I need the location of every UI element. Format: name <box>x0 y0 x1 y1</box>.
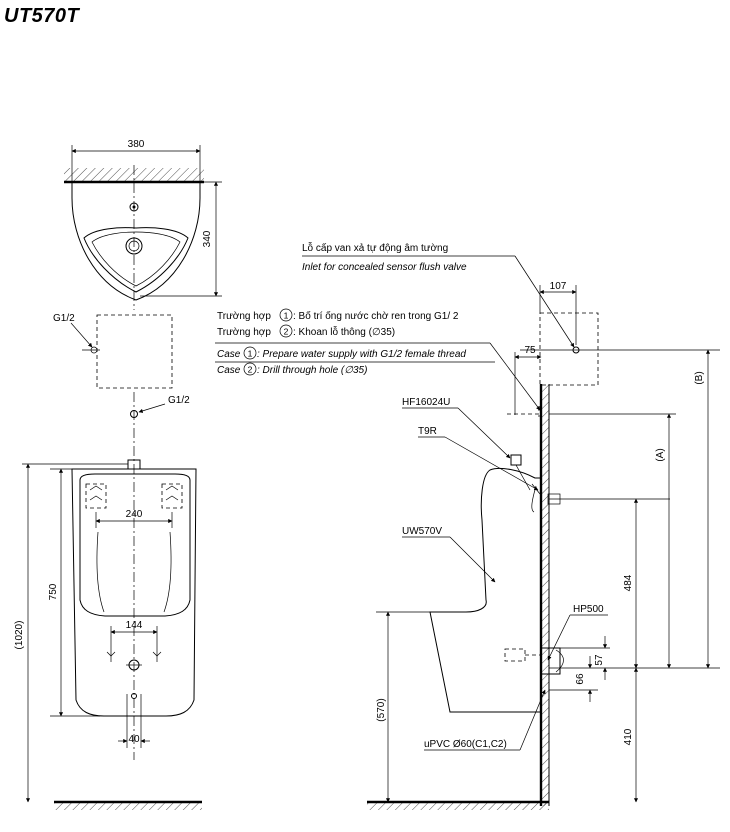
case2-en-post: : Drill through hole (∅35) <box>257 365 367 376</box>
inlet-en-label: Inlet for concealed sensor flush valve <box>302 262 467 273</box>
front-spud <box>127 459 141 470</box>
side-view: 107 75 (B) (A) 484 <box>215 241 720 810</box>
sensor-box <box>96 314 173 389</box>
case1-en-post: : Prepare water supply with G1/2 female … <box>257 349 466 360</box>
case1-vi-num: 1 <box>284 311 289 321</box>
dim-570: (570) <box>376 698 387 721</box>
dim-410: 410 <box>623 728 634 745</box>
side-wall-hatch <box>541 384 549 806</box>
dim-1020: (1020) <box>14 621 25 650</box>
hp500-label: HP500 <box>573 604 604 615</box>
g12-top-label: G1/2 <box>53 313 75 324</box>
front-bowl <box>79 473 191 617</box>
case2-vi-num: 2 <box>284 327 289 337</box>
uw570v-label: UW570V <box>402 526 442 537</box>
dim-57: 57 <box>594 654 605 666</box>
front-view: G1/2 G1/2 240 144 40 <box>14 313 202 810</box>
case2-en-num: 2 <box>248 365 253 375</box>
dim-A: (A) <box>655 448 666 461</box>
top-bowl-outline <box>71 183 201 301</box>
side-floor-hatch <box>367 802 549 810</box>
dim-144: 144 <box>126 620 143 631</box>
case2-vi-pre: Trường hợp <box>217 327 271 338</box>
dim-750: 750 <box>48 583 59 600</box>
case1-vi-circle <box>279 308 293 322</box>
case1-vi-post: : Bố trí ống nước chờ ren trong G1/ 2 <box>293 310 459 322</box>
dim-107: 107 <box>550 281 567 292</box>
top-view: 380 340 <box>64 139 222 310</box>
case1-en-pre: Case <box>217 349 241 360</box>
t9r-label: T9R <box>418 426 437 437</box>
inlet-vi-label: Lỗ cấp van xả tự động âm tường <box>302 241 448 254</box>
dim-484: 484 <box>623 574 634 591</box>
hf16024u-label: HF16024U <box>402 397 450 408</box>
case2-vi-post: : Khoan lỗ thông (∅35) <box>293 325 395 338</box>
dim-380: 380 <box>128 139 145 150</box>
case1-en-circle <box>243 346 257 360</box>
case2-vi-circle <box>279 324 293 338</box>
dim-240: 240 <box>126 509 143 520</box>
dim-75: 75 <box>524 345 536 356</box>
case1-vi-pre: Trường hợp <box>217 311 271 322</box>
top-bowl-inner <box>83 227 189 293</box>
side-body <box>429 467 541 713</box>
model-title: UT570T <box>4 5 80 27</box>
front-floor-hatch <box>54 802 202 810</box>
case1-en-num: 1 <box>248 349 253 359</box>
case2-en-pre: Case <box>217 365 241 376</box>
upvc-label: uPVC Ø60(C1,C2) <box>424 739 507 750</box>
dim-66: 66 <box>575 673 586 685</box>
dim-B: (B) <box>694 371 705 384</box>
dim-340: 340 <box>202 230 213 247</box>
g12-bottom-label: G1/2 <box>168 395 190 406</box>
dim-40: 40 <box>128 734 140 745</box>
front-body <box>71 468 197 717</box>
case2-en-circle <box>243 362 257 376</box>
